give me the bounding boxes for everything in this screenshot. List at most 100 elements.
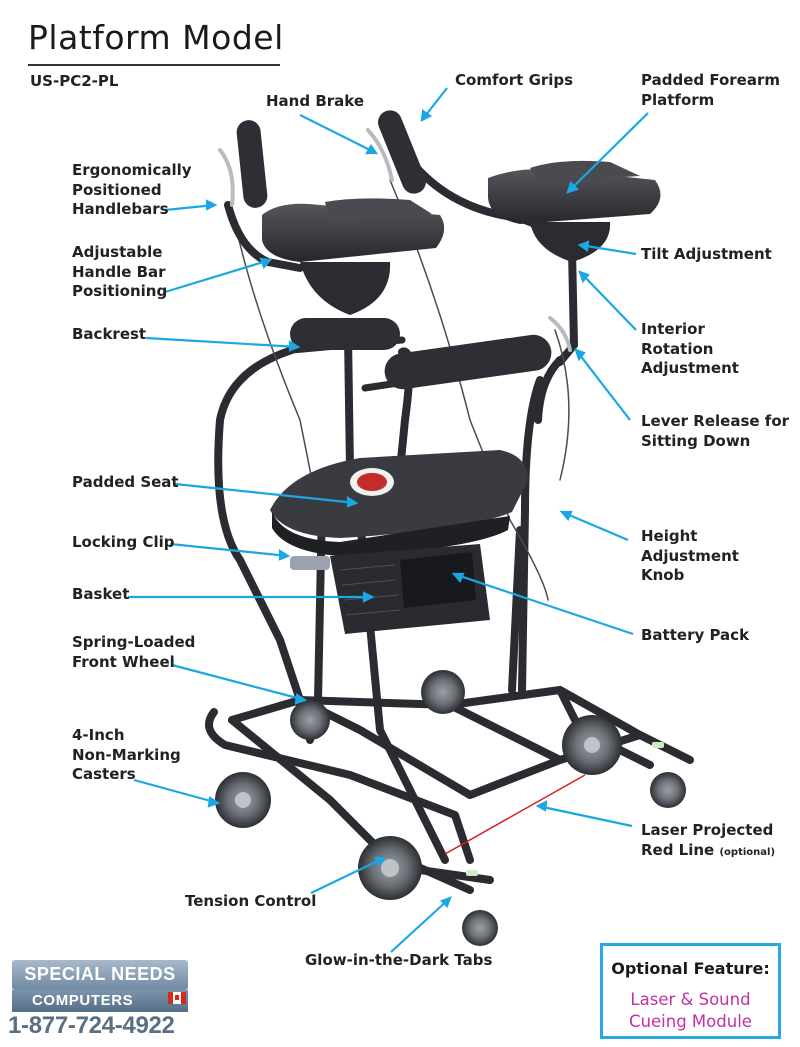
callout-laser-line: Laser Projected Red Line (optional) — [641, 821, 775, 862]
callout-line-spring-wheel — [171, 663, 308, 705]
callout-hand-brake-text: Hand Brake — [266, 92, 365, 110]
callout-height-line1: Height — [641, 527, 698, 545]
callout-hand-brake: Hand Brake — [266, 92, 364, 112]
logo-line2: COMPUTERS — [32, 992, 134, 1009]
callout-spring-loaded-wheel: Spring-Loaded Front Wheel — [72, 633, 195, 672]
caster-front-right — [462, 910, 498, 946]
callout-laser-line1: Laser Projected — [641, 821, 774, 839]
optional-feature-box: Optional Feature: Laser & Sound Cueing M… — [600, 943, 781, 1039]
callout-laser-line2-wrap: Red Line (optional) — [641, 841, 775, 863]
callout-locking-clip: Locking Clip — [72, 533, 175, 553]
callout-handlebars-line3: Handlebars — [72, 200, 169, 218]
callout-padded-seat: Padded Seat — [72, 473, 179, 493]
callout-line-hand-brake — [299, 114, 379, 155]
basket-battery — [330, 544, 490, 634]
callout-battery-pack: Battery Pack — [641, 626, 749, 646]
callout-padded-forearm-platform: Padded Forearm Platform — [641, 71, 780, 110]
callout-padded-forearm-line1: Padded Forearm — [641, 71, 780, 89]
optional-feature-line1: Laser & Sound — [630, 990, 751, 1009]
callout-spring-line1: Spring-Loaded — [72, 633, 196, 651]
callout-glow-text: Glow-in-the-Dark Tabs — [305, 951, 493, 969]
glow-tabs — [466, 742, 664, 876]
callout-line-locking-clip — [169, 542, 291, 561]
callout-line-basket — [128, 591, 375, 603]
callout-battery-text: Battery Pack — [641, 626, 750, 644]
callout-line-glow-tabs — [390, 896, 452, 953]
callout-line-tilt — [577, 240, 637, 256]
callout-line-comfort-grips — [420, 87, 448, 122]
caster-back — [421, 670, 465, 714]
callout-interior-line1: Interior — [641, 320, 705, 338]
callout-casters-line1: 4-Inch — [72, 726, 125, 744]
callout-adjustable-line3: Positioning — [72, 282, 168, 300]
base-frame — [205, 686, 694, 894]
hand-brake-levers — [218, 128, 572, 352]
title-underline — [28, 64, 280, 66]
callout-basket-text: Basket — [72, 585, 130, 603]
logo-phone: 1-877-724-4922 — [8, 1012, 175, 1039]
padded-seat-illustration — [270, 450, 528, 556]
callout-line-tension — [310, 856, 387, 894]
model-code: US-PC2-PL — [30, 72, 119, 90]
callout-lever-line2: Sitting Down — [641, 431, 751, 450]
callout-lever-release: Lever Release for Sitting Down — [641, 412, 789, 451]
callout-adjustable-handle-bar: Adjustable Handle Bar Positioning — [72, 243, 167, 302]
callout-adjustable-line1: Adjustable — [72, 243, 163, 261]
callout-height-line3: Knob — [641, 566, 685, 584]
callout-tension-control: Tension Control — [185, 892, 316, 912]
caster-rear-right — [562, 715, 622, 775]
callout-casters-line3: Casters — [72, 765, 136, 783]
spring-wheel — [290, 700, 330, 740]
logo-mid-band: COMPUTERS — [12, 990, 188, 1012]
callout-padded-seat-text: Padded Seat — [72, 473, 179, 491]
wheels — [215, 670, 686, 946]
backrest-pads — [290, 318, 552, 390]
callout-line-interior-rotation — [578, 270, 637, 331]
callout-line-height-knob — [559, 510, 629, 542]
callout-spring-line2: Front Wheel — [72, 652, 175, 671]
callout-height-adjustment: Height Adjustment Knob — [641, 527, 739, 586]
callout-backrest: Backrest — [72, 325, 146, 345]
rear-uprights — [508, 356, 564, 694]
optional-feature-line2: Cueing Module — [629, 1012, 752, 1031]
caster-rear — [650, 772, 686, 808]
callout-casters-line2: Non-Marking — [72, 745, 181, 764]
callout-ergonomic-handlebars: Ergonomically Positioned Handlebars — [72, 161, 192, 220]
canada-flag-icon — [168, 992, 186, 1004]
callout-line-backrest — [145, 336, 301, 352]
callout-interior-line2: Rotation — [641, 339, 714, 358]
caster-left — [215, 772, 271, 828]
callout-line-laser — [535, 800, 633, 828]
callout-line-handlebars — [164, 199, 218, 212]
callout-tilt-text: Tilt Adjustment — [641, 245, 772, 263]
comfort-grips — [236, 110, 426, 208]
callout-laser-line2: Red Line — [641, 840, 715, 859]
walker-illustration — [205, 156, 694, 894]
callout-line-battery — [451, 572, 634, 636]
callout-handlebars-line1: Ergonomically — [72, 161, 192, 179]
callout-line-padded-seat — [174, 482, 359, 508]
callout-line-casters — [133, 778, 221, 808]
callout-interior-line3: Adjustment — [641, 359, 739, 377]
callout-interior-rotation: Interior Rotation Adjustment — [641, 320, 739, 379]
callout-tilt-adjustment: Tilt Adjustment — [641, 245, 772, 265]
laser-red-line — [444, 774, 586, 855]
callout-line-lever-release — [574, 348, 631, 421]
callout-locking-clip-text: Locking Clip — [72, 533, 175, 551]
forearm-pads — [262, 160, 661, 315]
callout-laser-note: (optional) — [719, 846, 776, 858]
callout-basket: Basket — [72, 585, 129, 605]
callout-comfort-grips-text: Comfort Grips — [455, 71, 574, 89]
callout-backrest-text: Backrest — [72, 325, 147, 343]
locking-clip-illustration — [290, 556, 330, 570]
callout-comfort-grips: Comfort Grips — [455, 71, 573, 91]
callout-line-forearm-platform — [566, 112, 649, 194]
optional-feature-heading: Optional Feature: — [611, 959, 770, 978]
callout-lever-line1: Lever Release for — [641, 412, 790, 430]
callout-glow-tabs: Glow-in-the-Dark Tabs — [305, 951, 492, 971]
callout-handlebars-line2: Positioned — [72, 180, 162, 199]
callout-height-line2: Adjustment — [641, 546, 739, 565]
logo-top-band: SPECIAL NEEDS — [12, 960, 188, 990]
page-title: Platform Model — [28, 18, 284, 57]
